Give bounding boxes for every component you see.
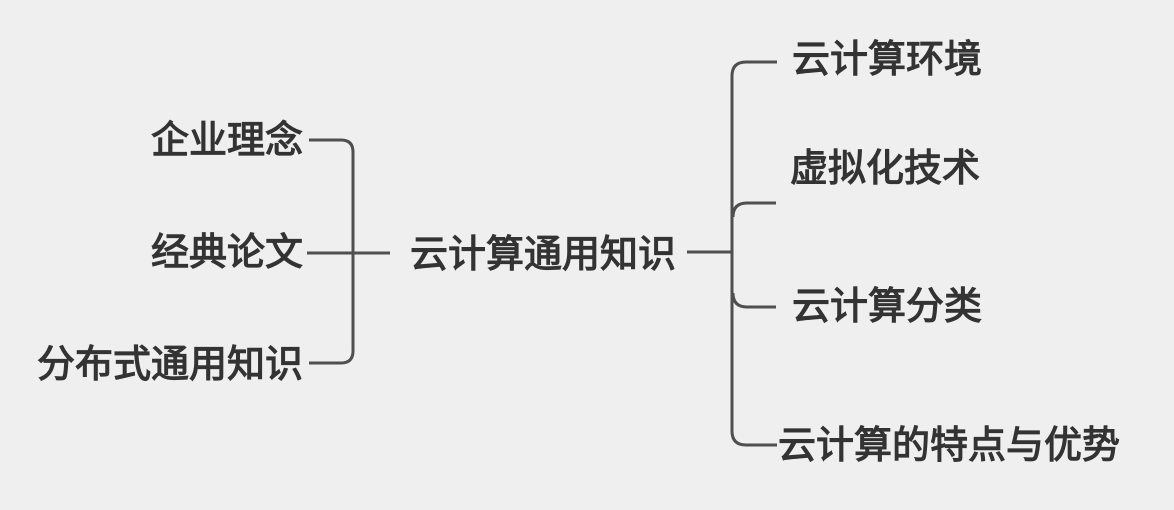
mindmap-node-right-1[interactable]: 云计算环境 — [792, 39, 983, 81]
mindmap-node-right-3[interactable]: 云计算分类 — [792, 286, 983, 328]
right-branch-stub-2 — [731, 201, 776, 218]
right-branch-stub-3 — [731, 292, 776, 309]
right-branch-bracket — [730, 60, 777, 447]
mindmap-node-left-3[interactable]: 分布式通用知识 — [36, 344, 303, 386]
mindmap-node-right-2[interactable]: 虚拟化技术 — [790, 148, 981, 190]
mindmap-node-root[interactable]: 云计算通用知识 — [410, 234, 677, 276]
mindmap-node-left-1[interactable]: 企业理念 — [150, 120, 303, 162]
mindmap-node-left-2[interactable]: 经典论文 — [150, 232, 303, 274]
mindmap-node-right-4[interactable]: 云计算的特点与优势 — [778, 425, 1121, 467]
